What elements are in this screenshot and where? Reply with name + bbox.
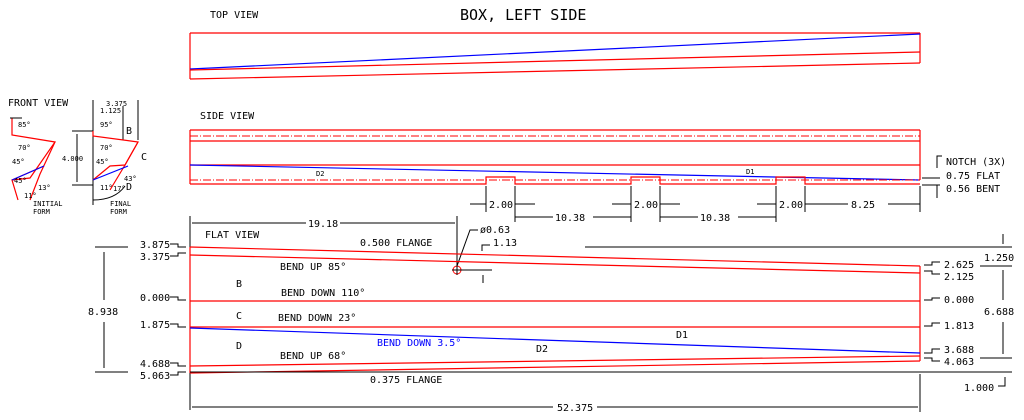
bend-bc-note: BEND DOWN 110° xyxy=(281,288,365,299)
notched-edge xyxy=(190,176,920,185)
hole-diameter-dim: ø0.63 xyxy=(480,225,510,236)
right-bottom-dim: 1.000 xyxy=(964,383,994,394)
bend-line-diagonal xyxy=(189,327,921,354)
panel-c: C xyxy=(236,311,242,322)
right-label: 2.125 xyxy=(944,272,974,283)
side-view-label: SIDE VIEW xyxy=(200,111,255,122)
top-view: TOP VIEW xyxy=(189,10,921,80)
dim-3375: 3.375 xyxy=(106,100,127,108)
front-view-label: FRONT VIEW xyxy=(8,98,69,109)
left-height-dim: 8.938 xyxy=(88,307,118,318)
svg-text:11°: 11° xyxy=(100,184,113,192)
side-d2-label: D2 xyxy=(316,170,324,178)
side-d1-label: D1 xyxy=(746,168,754,176)
top-view-label: TOP VIEW xyxy=(210,10,259,21)
initial-form-label-1: INITIAL xyxy=(33,200,63,208)
notch-spacing-2: 10.38 xyxy=(700,213,730,224)
svg-text:45°: 45° xyxy=(12,158,25,166)
right-top-dim: 1.250 xyxy=(984,253,1014,264)
right-label: 1.813 xyxy=(944,321,974,332)
notch-2-width: 2.00 xyxy=(634,200,658,211)
panel-d-label: D xyxy=(126,182,132,193)
dim-4000: 4.000 xyxy=(62,155,83,163)
svg-text:70°: 70° xyxy=(100,144,113,152)
bend-diagonal-note: BEND DOWN 3.5° xyxy=(377,338,461,349)
bend-b-note: BEND UP 85° xyxy=(280,262,346,273)
left-label: 3.875 xyxy=(140,240,170,251)
left-label: 3.375 xyxy=(140,252,170,263)
top-flange-edge xyxy=(189,246,921,267)
notch-1-width: 2.00 xyxy=(489,200,513,211)
right-label: 0.000 xyxy=(944,295,974,306)
right-label: 2.625 xyxy=(944,260,974,271)
right-label: 3.688 xyxy=(944,345,974,356)
top-view-diagonal xyxy=(189,33,921,70)
flat-d2-label: D2 xyxy=(536,344,548,355)
svg-text:13°: 13° xyxy=(38,184,51,192)
initial-form-label-2: FORM xyxy=(33,208,50,216)
notch-3-width: 2.00 xyxy=(779,200,803,211)
panel-b-label: B xyxy=(126,126,132,137)
drawing-title: BOX, LEFT SIDE xyxy=(460,6,586,24)
bottom-flange-note: 0.375 FLANGE xyxy=(370,375,442,386)
bend-d-note: BEND UP 68° xyxy=(280,351,346,362)
dim-1125: 1.125 xyxy=(100,107,121,115)
svg-text:85°: 85° xyxy=(18,121,31,129)
svg-text:95°: 95° xyxy=(100,121,113,129)
bend-line-b xyxy=(189,254,921,274)
hole-edge-dim: 1.13 xyxy=(493,238,517,249)
svg-text:70°: 70° xyxy=(18,144,31,152)
bend-cd-note: BEND DOWN 23° xyxy=(278,313,356,324)
svg-text:45°: 45° xyxy=(96,158,109,166)
left-label: 4.688 xyxy=(140,359,170,370)
svg-text:11°: 11° xyxy=(24,192,37,200)
final-form-label-2: FORM xyxy=(110,208,127,216)
flat-view: FLAT VIEW 19.18 ø0.63 1.13 0.500 FLANGE … xyxy=(88,216,1014,414)
hole-offset-dim: 19.18 xyxy=(308,219,338,230)
front-view: FRONT VIEW 85° 70° 45° 45° 13° 11° INITI… xyxy=(8,98,147,216)
right-label: 4.063 xyxy=(944,357,974,368)
flat-view-label: FLAT VIEW xyxy=(205,230,260,241)
right-height-dim: 6.688 xyxy=(984,307,1014,318)
total-length-dim: 52.375 xyxy=(557,403,593,414)
final-form-label-1: FINAL xyxy=(110,200,131,208)
flat-d1-label: D1 xyxy=(676,330,688,341)
svg-text:17°: 17° xyxy=(113,185,126,193)
svg-text:45°: 45° xyxy=(14,177,27,185)
left-label: 5.063 xyxy=(140,371,170,382)
notch-title: NOTCH (3X) xyxy=(946,157,1006,168)
panel-b: B xyxy=(236,279,242,290)
notch-bent: 0.56 BENT xyxy=(946,184,1000,195)
bend-line-d xyxy=(189,355,921,367)
panel-c-label: C xyxy=(141,152,147,163)
top-flange-note: 0.500 FLANGE xyxy=(360,238,432,249)
notch-spacing-1: 10.38 xyxy=(555,213,585,224)
bottom-flange-edge xyxy=(189,360,921,374)
notch-end-distance: 8.25 xyxy=(851,200,875,211)
left-label: 1.875 xyxy=(140,320,170,331)
left-label: 0.000 xyxy=(140,293,170,304)
notch-flat: 0.75 FLAT xyxy=(946,171,1000,182)
svg-text:43°: 43° xyxy=(124,175,137,183)
side-view: SIDE VIEW D2 D1 2.00 2.00 2.00 10.38 10.… xyxy=(189,111,1006,224)
panel-d: D xyxy=(236,341,242,352)
